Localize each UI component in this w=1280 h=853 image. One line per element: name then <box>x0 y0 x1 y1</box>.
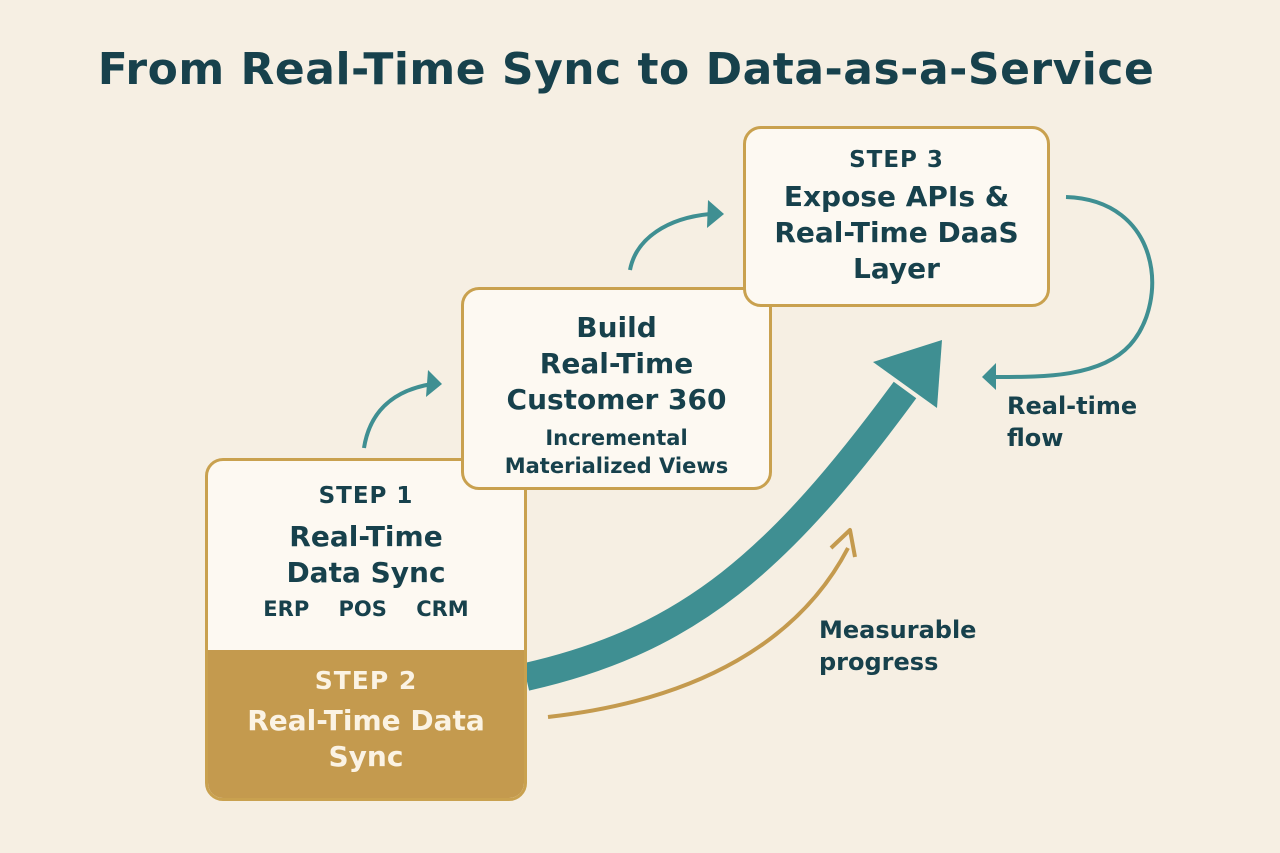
step3-title-line1: Expose APIs & <box>783 180 1010 213</box>
step1-to-build-arrowhead <box>426 370 442 397</box>
realtime-flow-loop-arrow <box>994 195 1155 380</box>
step1-title-line1: Real-Time <box>289 520 443 553</box>
progress-arrow-head <box>873 340 942 408</box>
realtime-flow-line1: Real-time <box>1007 392 1138 420</box>
step3-title-line2: Real-Time DaaS <box>774 216 1019 249</box>
build-subtitle-line1: Incremental <box>545 426 688 450</box>
step3-card: STEP 3 Expose APIs & Real-Time DaaS Laye… <box>743 126 1050 307</box>
step1-step2-card: STEP 1 Real-Time Data Sync ERP POS CRM S… <box>205 458 527 801</box>
step2-label: STEP 2 <box>314 666 418 695</box>
build-title-line3: Customer 360 <box>506 383 727 416</box>
step1-label: STEP 1 <box>318 483 414 509</box>
build-customer360-card: Build Real-Time Customer 360 Incremental… <box>461 287 772 490</box>
step1-sources: ERP POS CRM <box>263 597 469 621</box>
step3-label: STEP 3 <box>849 147 944 173</box>
step2-title-line2: Sync <box>328 740 404 773</box>
realtime-flow-arrowhead <box>982 363 996 390</box>
build-title-line1: Build <box>576 311 657 344</box>
measurable-progress-note: Measurable progress <box>819 614 976 678</box>
build-subtitle-line2: Materialized Views <box>504 454 729 478</box>
realtime-flow-line2: flow <box>1007 424 1064 452</box>
measurable-progress-arrow <box>547 547 850 719</box>
measurable-progress-arrowhead <box>829 528 857 558</box>
measurable-progress-line2: progress <box>819 648 939 676</box>
step2-section: STEP 2 Real-Time Data Sync <box>208 650 524 798</box>
progress-arrow-shaft <box>522 381 917 691</box>
step1-to-build-arrow <box>362 382 433 449</box>
build-to-step3-arrowhead <box>707 200 724 228</box>
step2-title-line1: Real-Time Data <box>247 704 485 737</box>
realtime-flow-note: Real-time flow <box>1007 390 1137 454</box>
step3-title-line3: Layer <box>853 252 940 285</box>
build-to-step3-arrow <box>628 212 711 271</box>
build-title-line2: Real-Time <box>539 347 694 380</box>
diagram-title: From Real-Time Sync to Data-as-a-Service <box>97 44 1155 95</box>
measurable-progress-line1: Measurable <box>819 616 977 644</box>
step1-section: STEP 1 Real-Time Data Sync ERP POS CRM <box>208 461 524 650</box>
step1-title-line2: Data Sync <box>286 556 446 589</box>
